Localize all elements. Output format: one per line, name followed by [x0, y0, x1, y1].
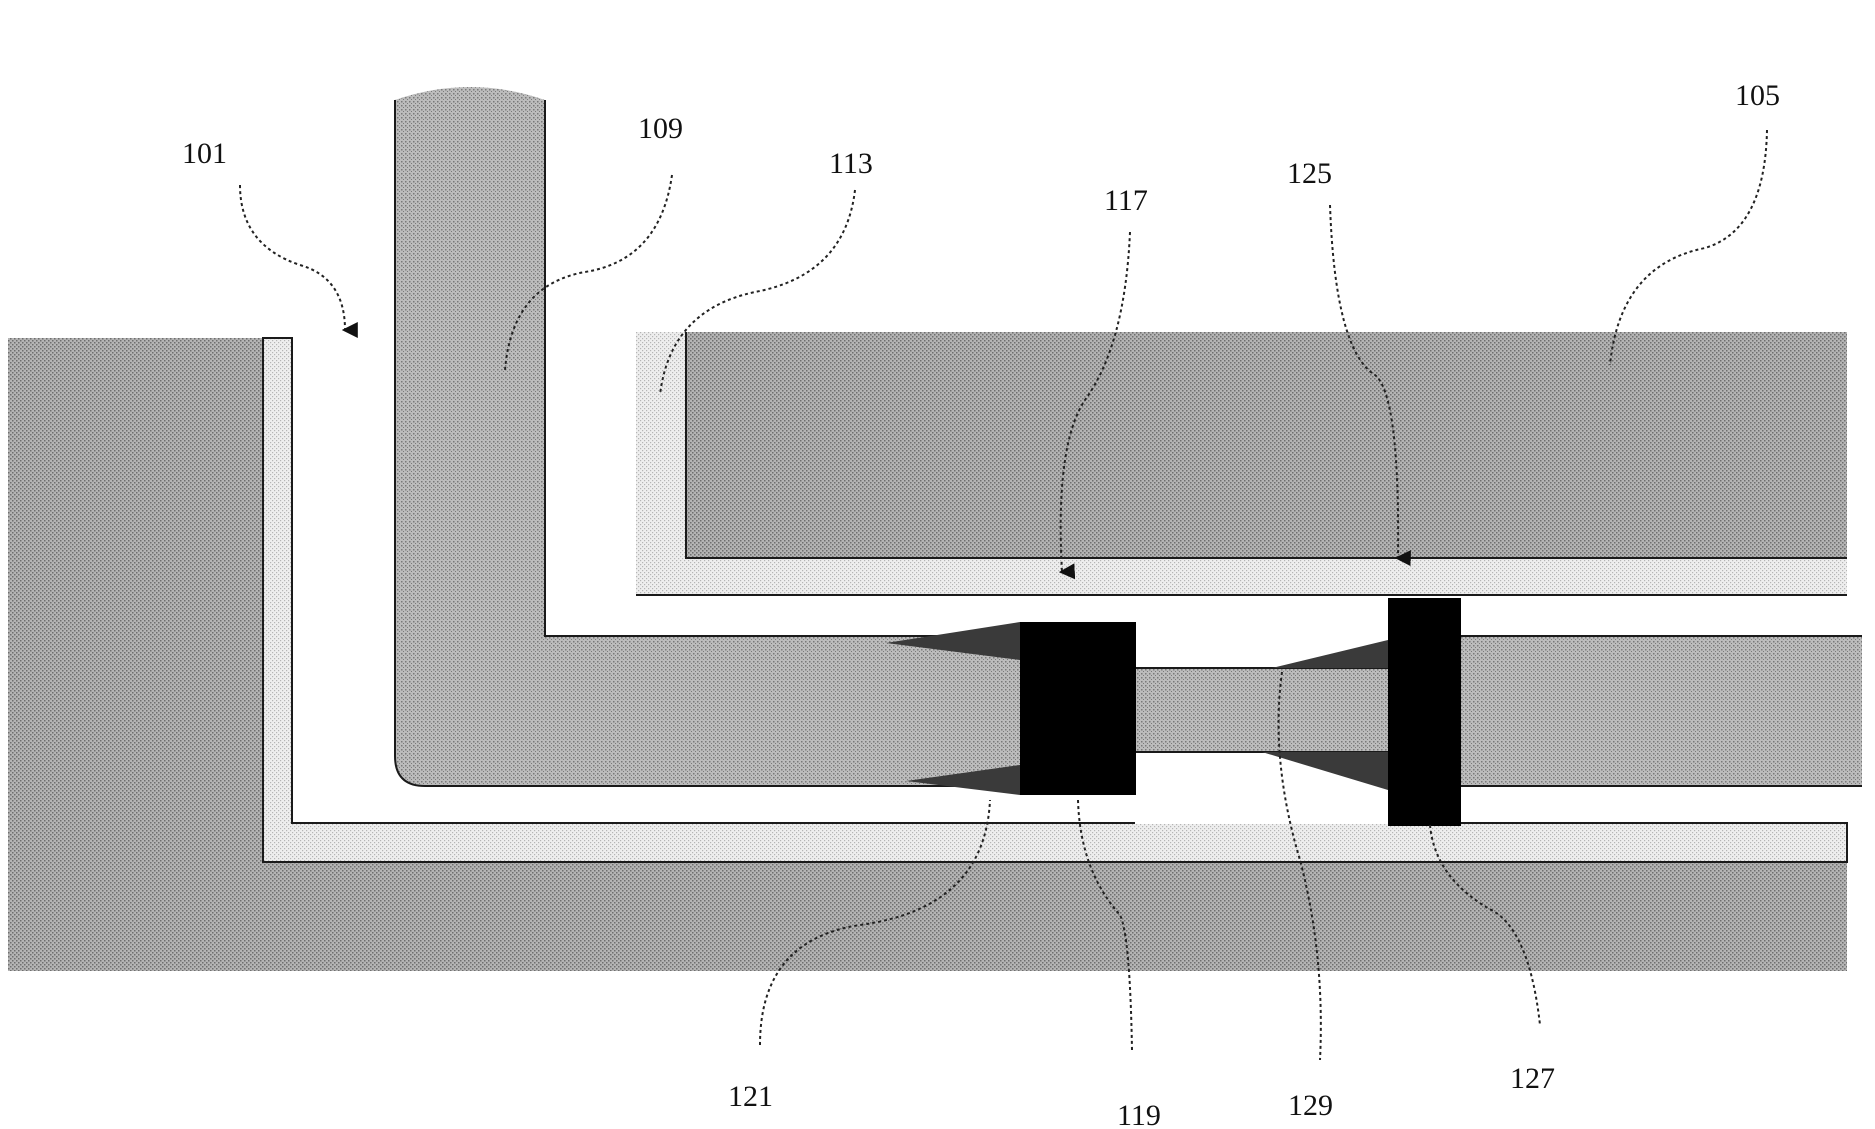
packer-127: [1388, 598, 1461, 826]
leader-105: [1610, 130, 1767, 365]
label-127: 127: [1510, 1062, 1555, 1095]
lateral-formation-105: [636, 332, 1847, 595]
label-119: 119: [1117, 1099, 1161, 1129]
label-113: 113: [829, 147, 873, 180]
formation-bottom: [263, 862, 1847, 971]
label-121: 121: [728, 1080, 773, 1113]
formation-left: [8, 338, 263, 971]
label-125: 125: [1287, 157, 1332, 190]
label-101: 101: [182, 137, 227, 170]
leader-101: [240, 185, 345, 330]
label-129: 129: [1288, 1089, 1333, 1122]
label-109: 109: [638, 112, 683, 145]
formation-block-105: [686, 332, 1847, 558]
label-117: 117: [1104, 184, 1148, 217]
label-105: 105: [1735, 79, 1780, 112]
packer-119: [1020, 622, 1136, 795]
